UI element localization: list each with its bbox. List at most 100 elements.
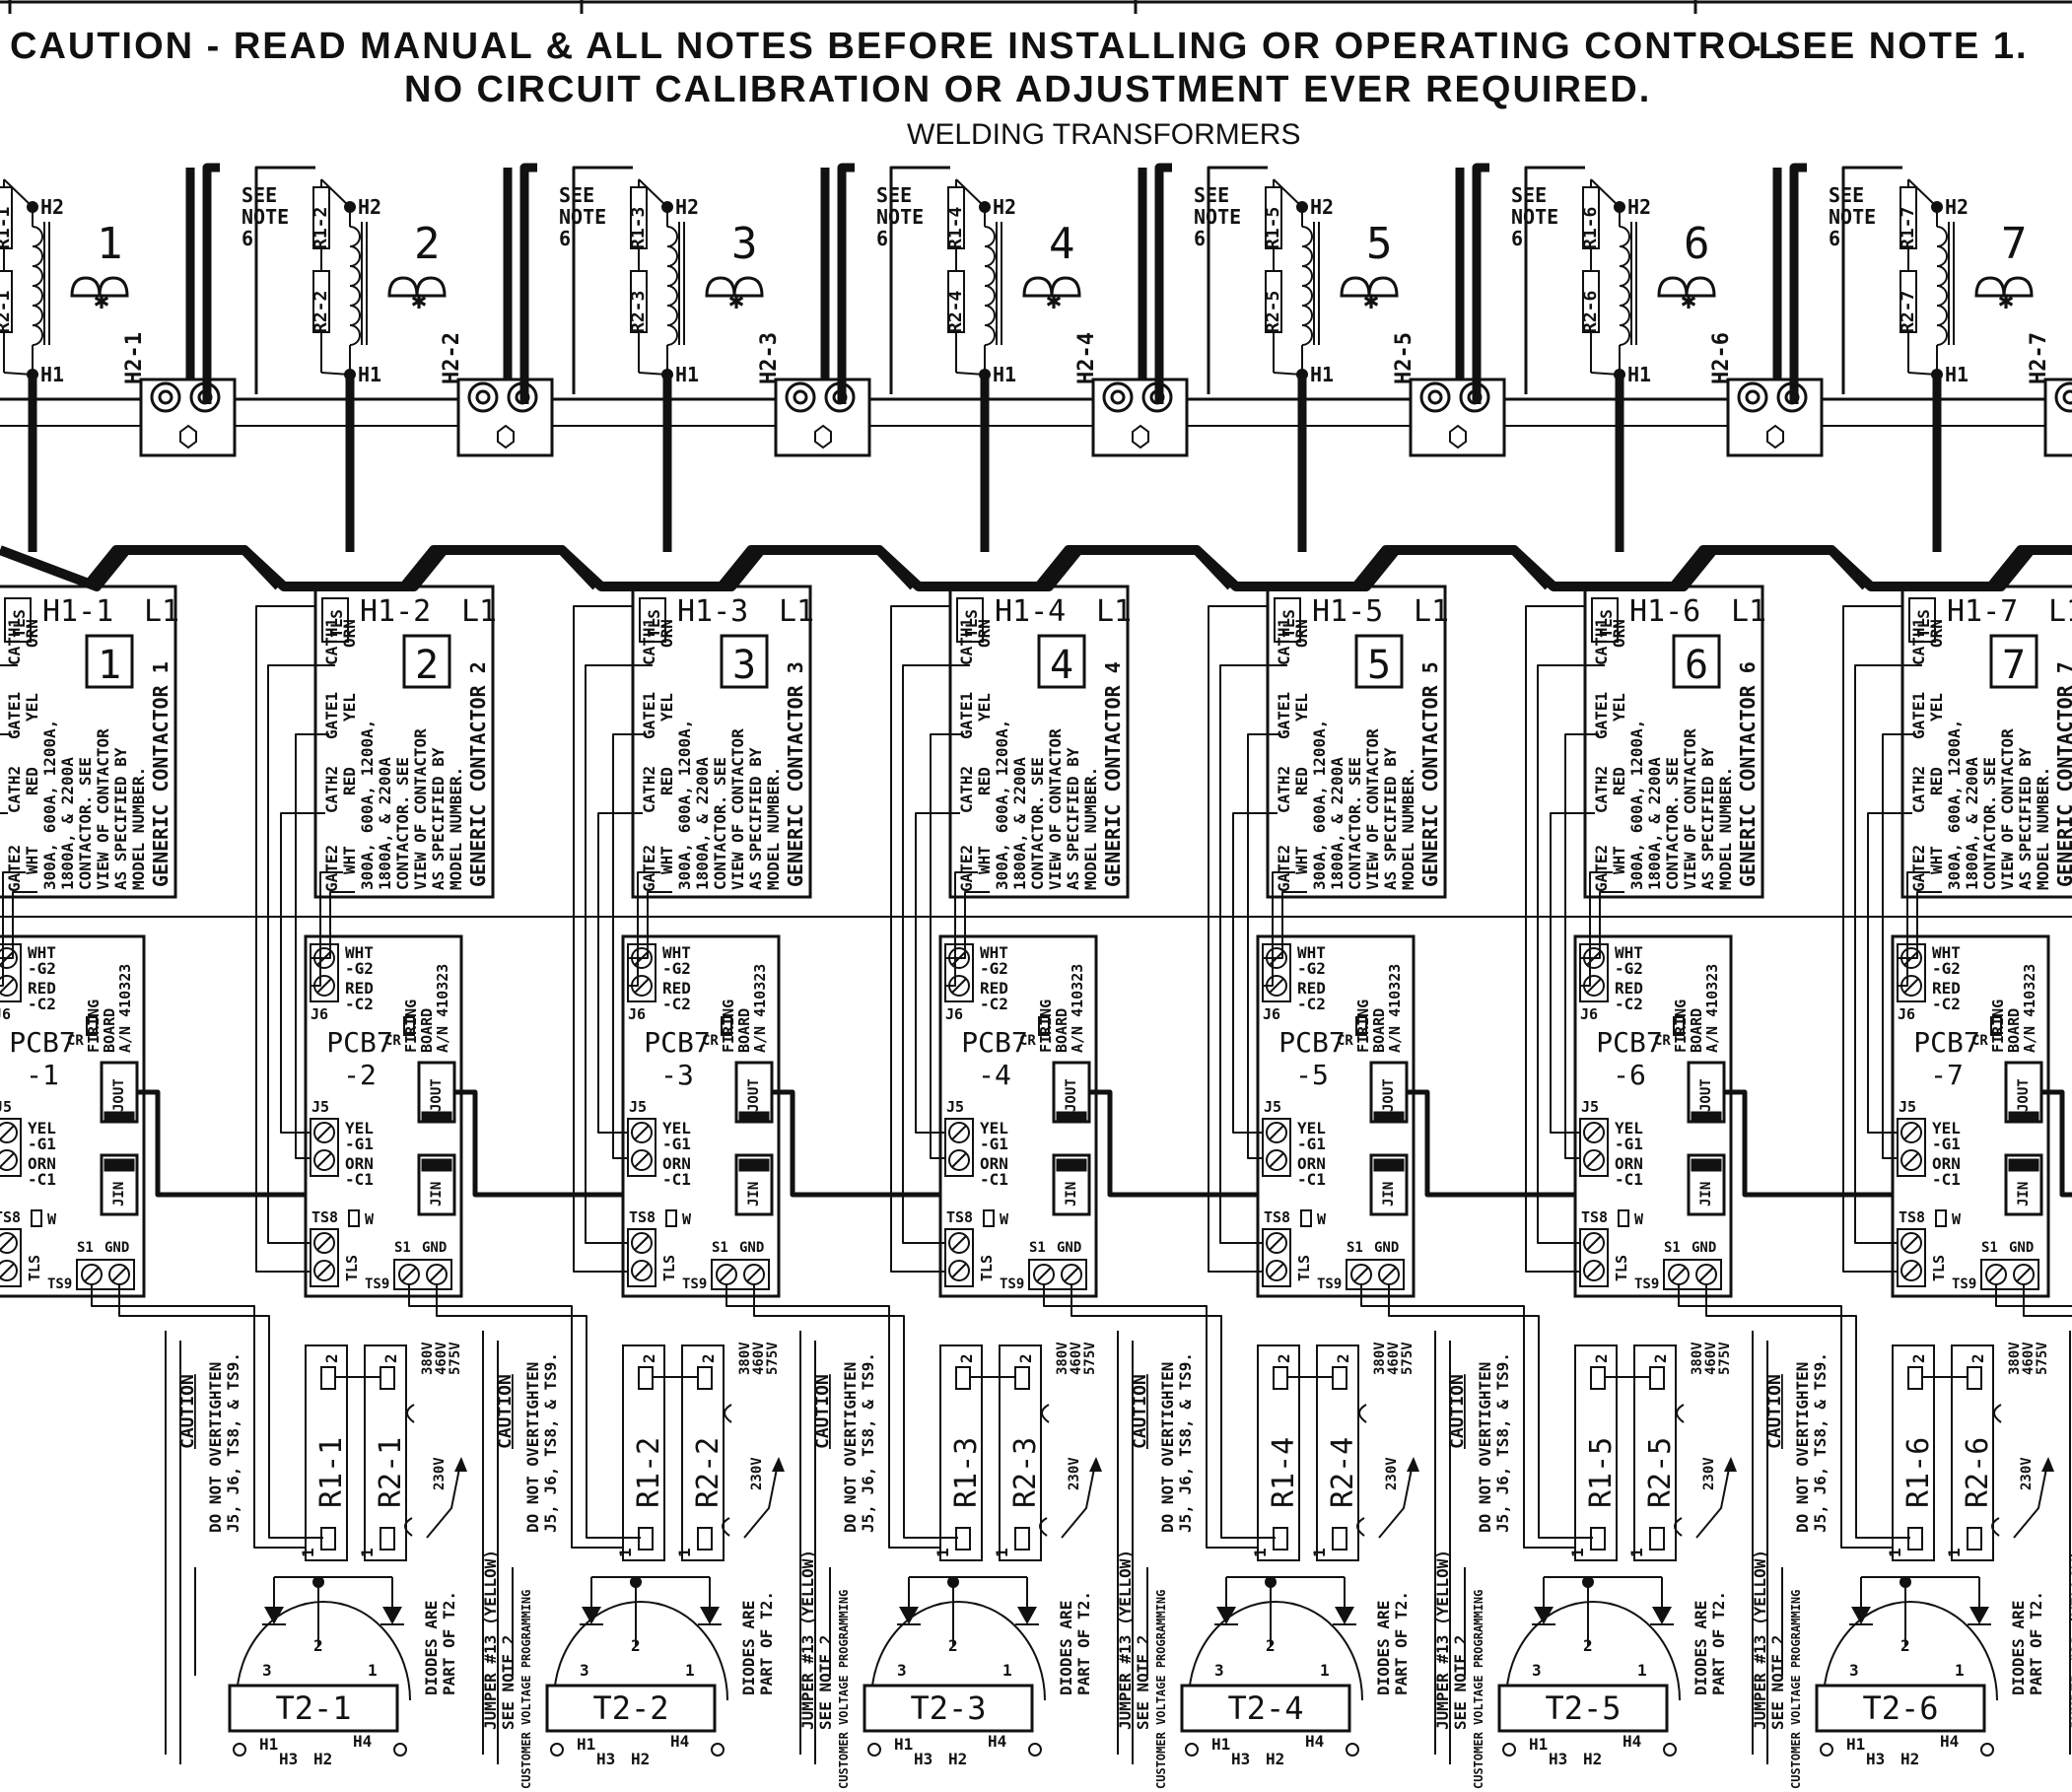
ts8-label: TS8: [946, 1208, 973, 1226]
tls-label: TLS: [1279, 609, 1298, 638]
jin-label: JIN: [429, 1182, 445, 1206]
resistor-r1-label: R1-2: [311, 207, 331, 249]
gate-color-label: RED: [657, 767, 676, 795]
resistor-tab: [1014, 1527, 1030, 1551]
resistor-r1-label: R1-7: [1898, 207, 1918, 249]
s1-label: S1: [77, 1240, 94, 1256]
h2-label: H2: [358, 195, 381, 219]
heavy-lead: [837, 163, 855, 404]
jumper-label: SEE NOTE 2: [499, 1635, 518, 1730]
resistor-tab: [320, 1366, 336, 1390]
ts8-terminal-block: [944, 1228, 974, 1287]
tap-label: 2: [1583, 1636, 1593, 1655]
jin-label: JIN: [1064, 1182, 1079, 1206]
jumper-label: SEE NOTE 2: [1768, 1635, 1787, 1730]
gate-color-label: WHT: [1292, 846, 1311, 874]
wire: [1903, 1263, 1919, 1278]
j5-orn-label: -C1: [662, 1170, 691, 1189]
diodes-label: PART OF T2.: [1074, 1591, 1093, 1695]
coil-turn: [984, 226, 996, 247]
coil-turn: [1301, 265, 1313, 287]
j6-terminal-block: [1579, 943, 1609, 1002]
jin-connector: [1687, 1153, 1726, 1216]
j5-terminal-block: [627, 1118, 656, 1177]
jout-fill: [738, 1111, 770, 1123]
clamp-bolt-inner: [793, 389, 808, 405]
see-note-label: 6: [876, 227, 888, 250]
j6-terminal-block: [944, 943, 974, 1002]
clamp-bolt: [2054, 381, 2072, 413]
coil-turn: [984, 285, 996, 307]
screw-terminal: [0, 1260, 18, 1281]
j5-label: J5: [1581, 1098, 1599, 1116]
resistor-r2-label: R2-6: [1580, 291, 1601, 333]
clamp-bolt-inner: [158, 389, 173, 405]
t2-label-box: [545, 1684, 717, 1733]
resistor-r1-label: R1-1: [0, 207, 14, 249]
j5-yel-label: -G1: [345, 1135, 374, 1153]
cr-label: CR: [67, 1033, 84, 1049]
wire: [951, 1235, 967, 1251]
signal-wire: [1263, 891, 1307, 959]
h2-lead-label: H2-1: [122, 332, 147, 384]
gnd-label: GND: [1692, 1240, 1716, 1256]
jumper-label: JUMPER #13 (YELLOW): [1751, 1550, 1769, 1730]
coil-turn: [1301, 226, 1313, 247]
wire: [429, 1267, 445, 1282]
voltage-label: 230V: [2019, 1457, 2035, 1490]
contactor-title: GENERIC CONTACTOR 2: [466, 661, 490, 887]
r1-resistor: [622, 1344, 665, 1561]
ts8-switch: [983, 1209, 995, 1227]
see-note-label: SEE: [1194, 183, 1229, 207]
contactor-note: AS SPECIFIED BY: [2016, 747, 2035, 890]
transformer-lead: [1524, 166, 1585, 394]
see-note-label: 6: [1511, 227, 1523, 250]
caution-line: CAUTION - READ MANUAL & ALL NOTES BEFORE…: [10, 26, 1784, 67]
terminal: [1980, 1743, 1994, 1757]
contactor-number-box: [1037, 634, 1086, 689]
wire: [1988, 1267, 2004, 1282]
screw-terminal: [313, 1122, 335, 1143]
j6-label: J6: [311, 1005, 328, 1023]
firing-board-label: A/N 410323: [1069, 964, 1086, 1053]
caution-label: CAUTION: [1130, 1374, 1150, 1449]
diodes-label: PART OF T2.: [1709, 1591, 1728, 1695]
clamp-bolt-inner: [2062, 389, 2072, 405]
caution-label: CAUTION: [1764, 1374, 1785, 1449]
j6-label: J6: [1263, 1005, 1280, 1023]
j6-red-label: -C2: [662, 995, 691, 1013]
pin-label: 1: [358, 1548, 377, 1557]
jumper-label: JUMPER #13 (YELLOW): [481, 1550, 500, 1730]
voltage-label: 460V: [751, 1342, 767, 1375]
wire: [1903, 1235, 1919, 1251]
wire: [1269, 1235, 1284, 1251]
t2-core-arc: [553, 1601, 728, 1701]
star-symbol: ✱: [728, 286, 744, 315]
w-label: W: [365, 1210, 375, 1228]
tap-label: 2: [313, 1636, 323, 1655]
coil-turn: [1619, 265, 1630, 287]
ts9-terminal-block: [76, 1259, 135, 1290]
j5-terminal-block: [1262, 1118, 1291, 1177]
resistor-r2-label: R2-2: [311, 291, 331, 333]
j6-wht-label: WHT: [980, 943, 1008, 962]
signal-wire: [255, 605, 315, 1273]
pin-label: 2: [1334, 1353, 1352, 1363]
voltage-label: 575V: [1082, 1342, 1098, 1375]
coil-turn: [32, 245, 43, 267]
heavy-bus-line: [0, 545, 2072, 591]
overtighten-label: J5, J6, TS8, & TS9.: [1176, 1352, 1195, 1533]
gate-color-label: RED: [1927, 767, 1946, 795]
h-label: H1: [1211, 1735, 1230, 1754]
contactor-note: 1800A, & 2200A: [376, 757, 394, 890]
ts8-switch: [1300, 1209, 1312, 1227]
resistor-r2-label: R2-5: [1263, 291, 1283, 333]
screw-terminal: [948, 1122, 970, 1143]
